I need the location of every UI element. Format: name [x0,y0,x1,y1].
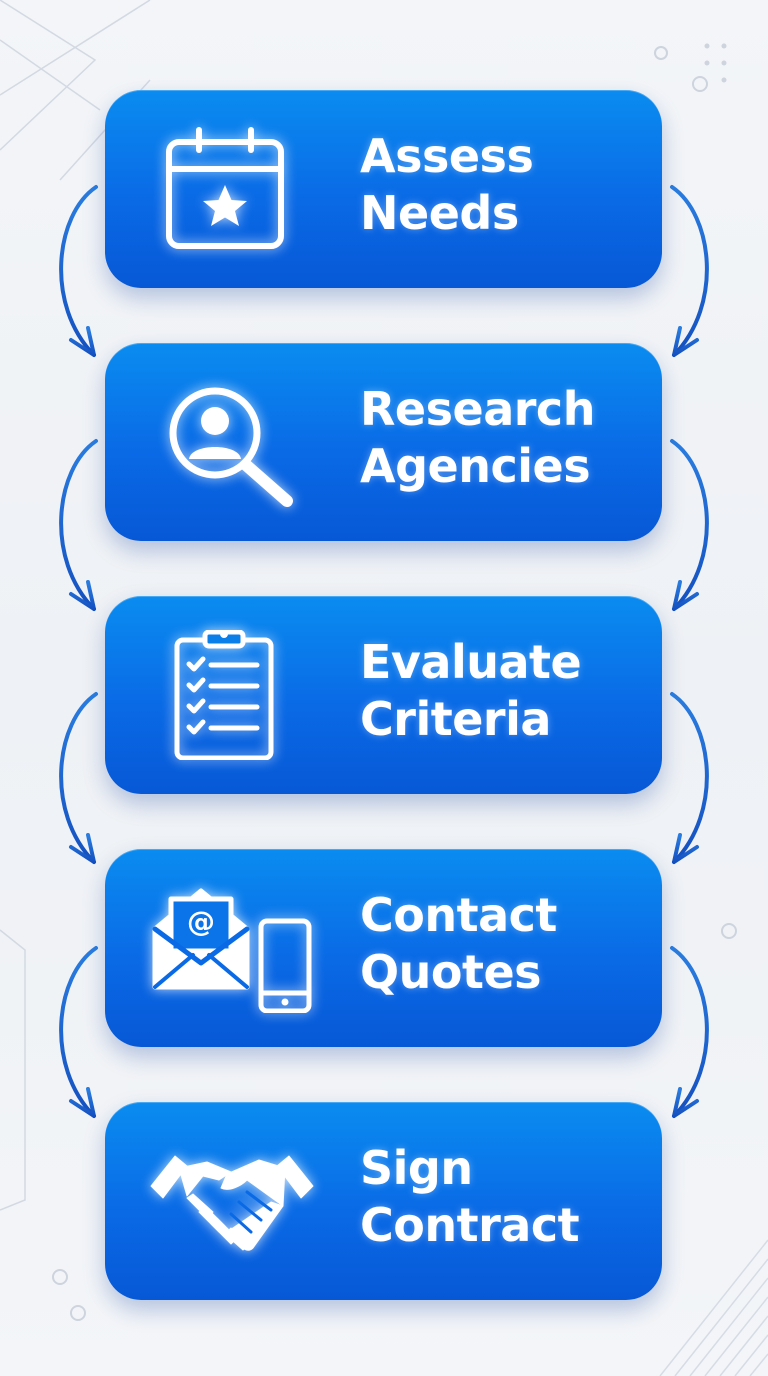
step-title-line1: Contact [360,888,557,942]
step-title-line2: Agencies [360,439,591,493]
step-research-agencies: Research Agencies [105,343,662,541]
step-label: Sign Contract [360,1140,650,1254]
step-assess-needs: Assess Needs [105,90,662,288]
step-title-line1: Evaluate [360,635,582,689]
step-title-line1: Research [360,382,595,436]
handshake-icon [147,1136,317,1266]
calendar-star-icon [147,124,317,254]
step-label: Assess Needs [360,128,650,242]
step-title-line2: Quotes [360,945,542,999]
step-contact-quotes: @ Contact Quotes [105,849,662,1047]
step-title-line1: Sign [360,1141,473,1195]
step-label: Research Agencies [360,381,650,495]
step-title-line2: Criteria [360,692,551,746]
step-label: Evaluate Criteria [360,634,650,748]
step-title-line1: Assess [360,129,534,183]
step-evaluate-criteria: Evaluate Criteria [105,596,662,794]
svg-text:@: @ [187,905,215,938]
clipboard-checklist-icon [147,630,317,760]
step-title-line2: Contract [360,1198,580,1252]
email-phone-icon: @ [147,883,317,1013]
step-sign-contract: Sign Contract [105,1102,662,1300]
step-label: Contact Quotes [360,887,650,1001]
magnifier-person-icon [147,377,317,507]
step-title-line2: Needs [360,186,519,240]
